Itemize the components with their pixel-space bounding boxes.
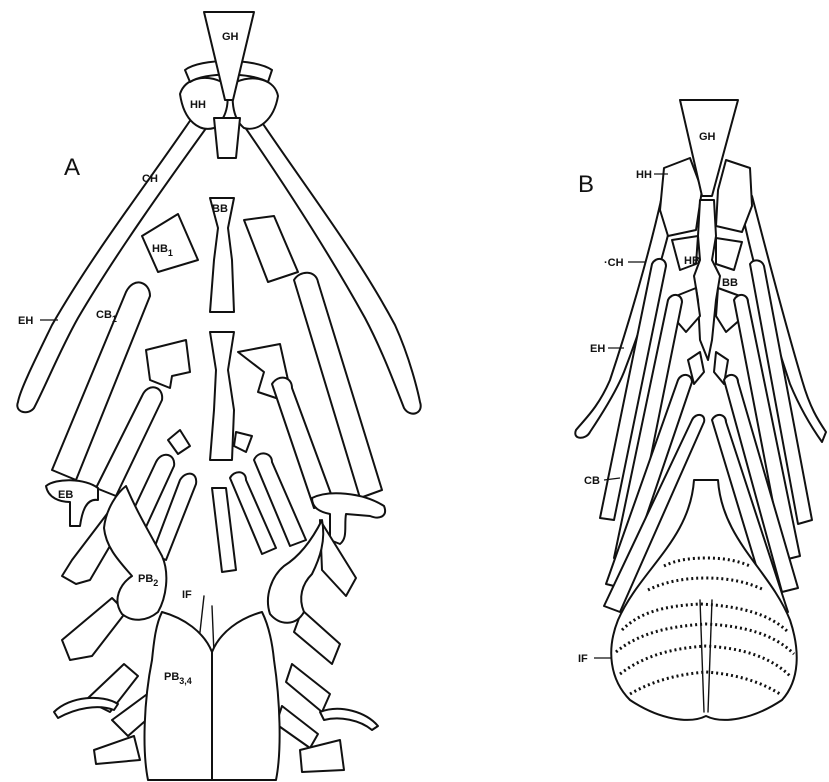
hook-lower-left [54,698,118,718]
hypobranchial-2-left [146,340,190,388]
label-b-ch: ·CH [604,257,624,269]
b-hypohyal-right [716,160,752,232]
epibranchial-lower-right-4 [276,706,318,748]
label-a-ch: CH [142,173,158,185]
label-a-pb34-sub: 3,4 [179,676,192,686]
label-b-cb: CB [584,475,600,487]
hypobranchial-1-right [244,216,298,282]
epibranchial-lower-right-3 [286,664,330,712]
label-a-hb-sub: 1 [168,248,173,258]
epibranchial-1-left [46,480,98,526]
label-a-bb: BB [212,203,228,215]
panel-a: A GH HH CH BB HB1 EH CB1 EB PB2 IF PB3,4 [17,12,420,780]
label-b-eh: EH [590,343,605,355]
b-basibranchial-column [694,200,720,360]
panel-b: B GH HH ·CH HB BB EH CB IF [575,100,826,720]
ceratobranchial-5-center [212,488,236,572]
panel-b-letter: B [578,171,594,198]
hypobranchial-3-right [234,432,252,452]
label-a-eh: EH [18,315,33,327]
label-a-pb34-main: PB [164,671,179,683]
label-a-pb2-main: PB [138,573,153,585]
basibranchial-1 [214,118,240,158]
label-a-cb-sub: 1 [112,314,117,324]
label-a-eb: EB [58,489,73,501]
label-b-bb: BB [722,277,738,289]
label-b-hb: HB [684,255,700,267]
hook-lower-right [320,709,378,730]
basibranchial-2 [210,198,234,312]
pharyngobranchial-3-4-right [212,612,280,780]
label-b-hh: HH [636,169,652,181]
label-b-gh: GH [699,131,716,143]
epibranchial-lower-right-2 [294,610,340,664]
pharyngobranchial-3-4-left [145,612,212,780]
label-a-pb2-sub: 2 [153,578,158,588]
label-a-cb: CB1 [96,309,117,324]
label-a-hh: HH [190,99,206,111]
panel-a-letter: A [64,154,80,181]
epibranchial-lower-left-2 [62,598,126,660]
hypobranchial-1-left [142,214,198,272]
label-b-if: IF [578,653,588,665]
b-hypobranchial-1-right [716,238,742,270]
label-a-gh: GH [222,31,239,43]
tab-lower-left [94,736,140,764]
label-a-if: IF [182,589,192,601]
label-a-hb-main: HB [152,243,168,255]
hypobranchial-3-left [168,430,190,454]
basibranchial-3 [210,332,234,460]
label-a-cb-main: CB [96,309,112,321]
